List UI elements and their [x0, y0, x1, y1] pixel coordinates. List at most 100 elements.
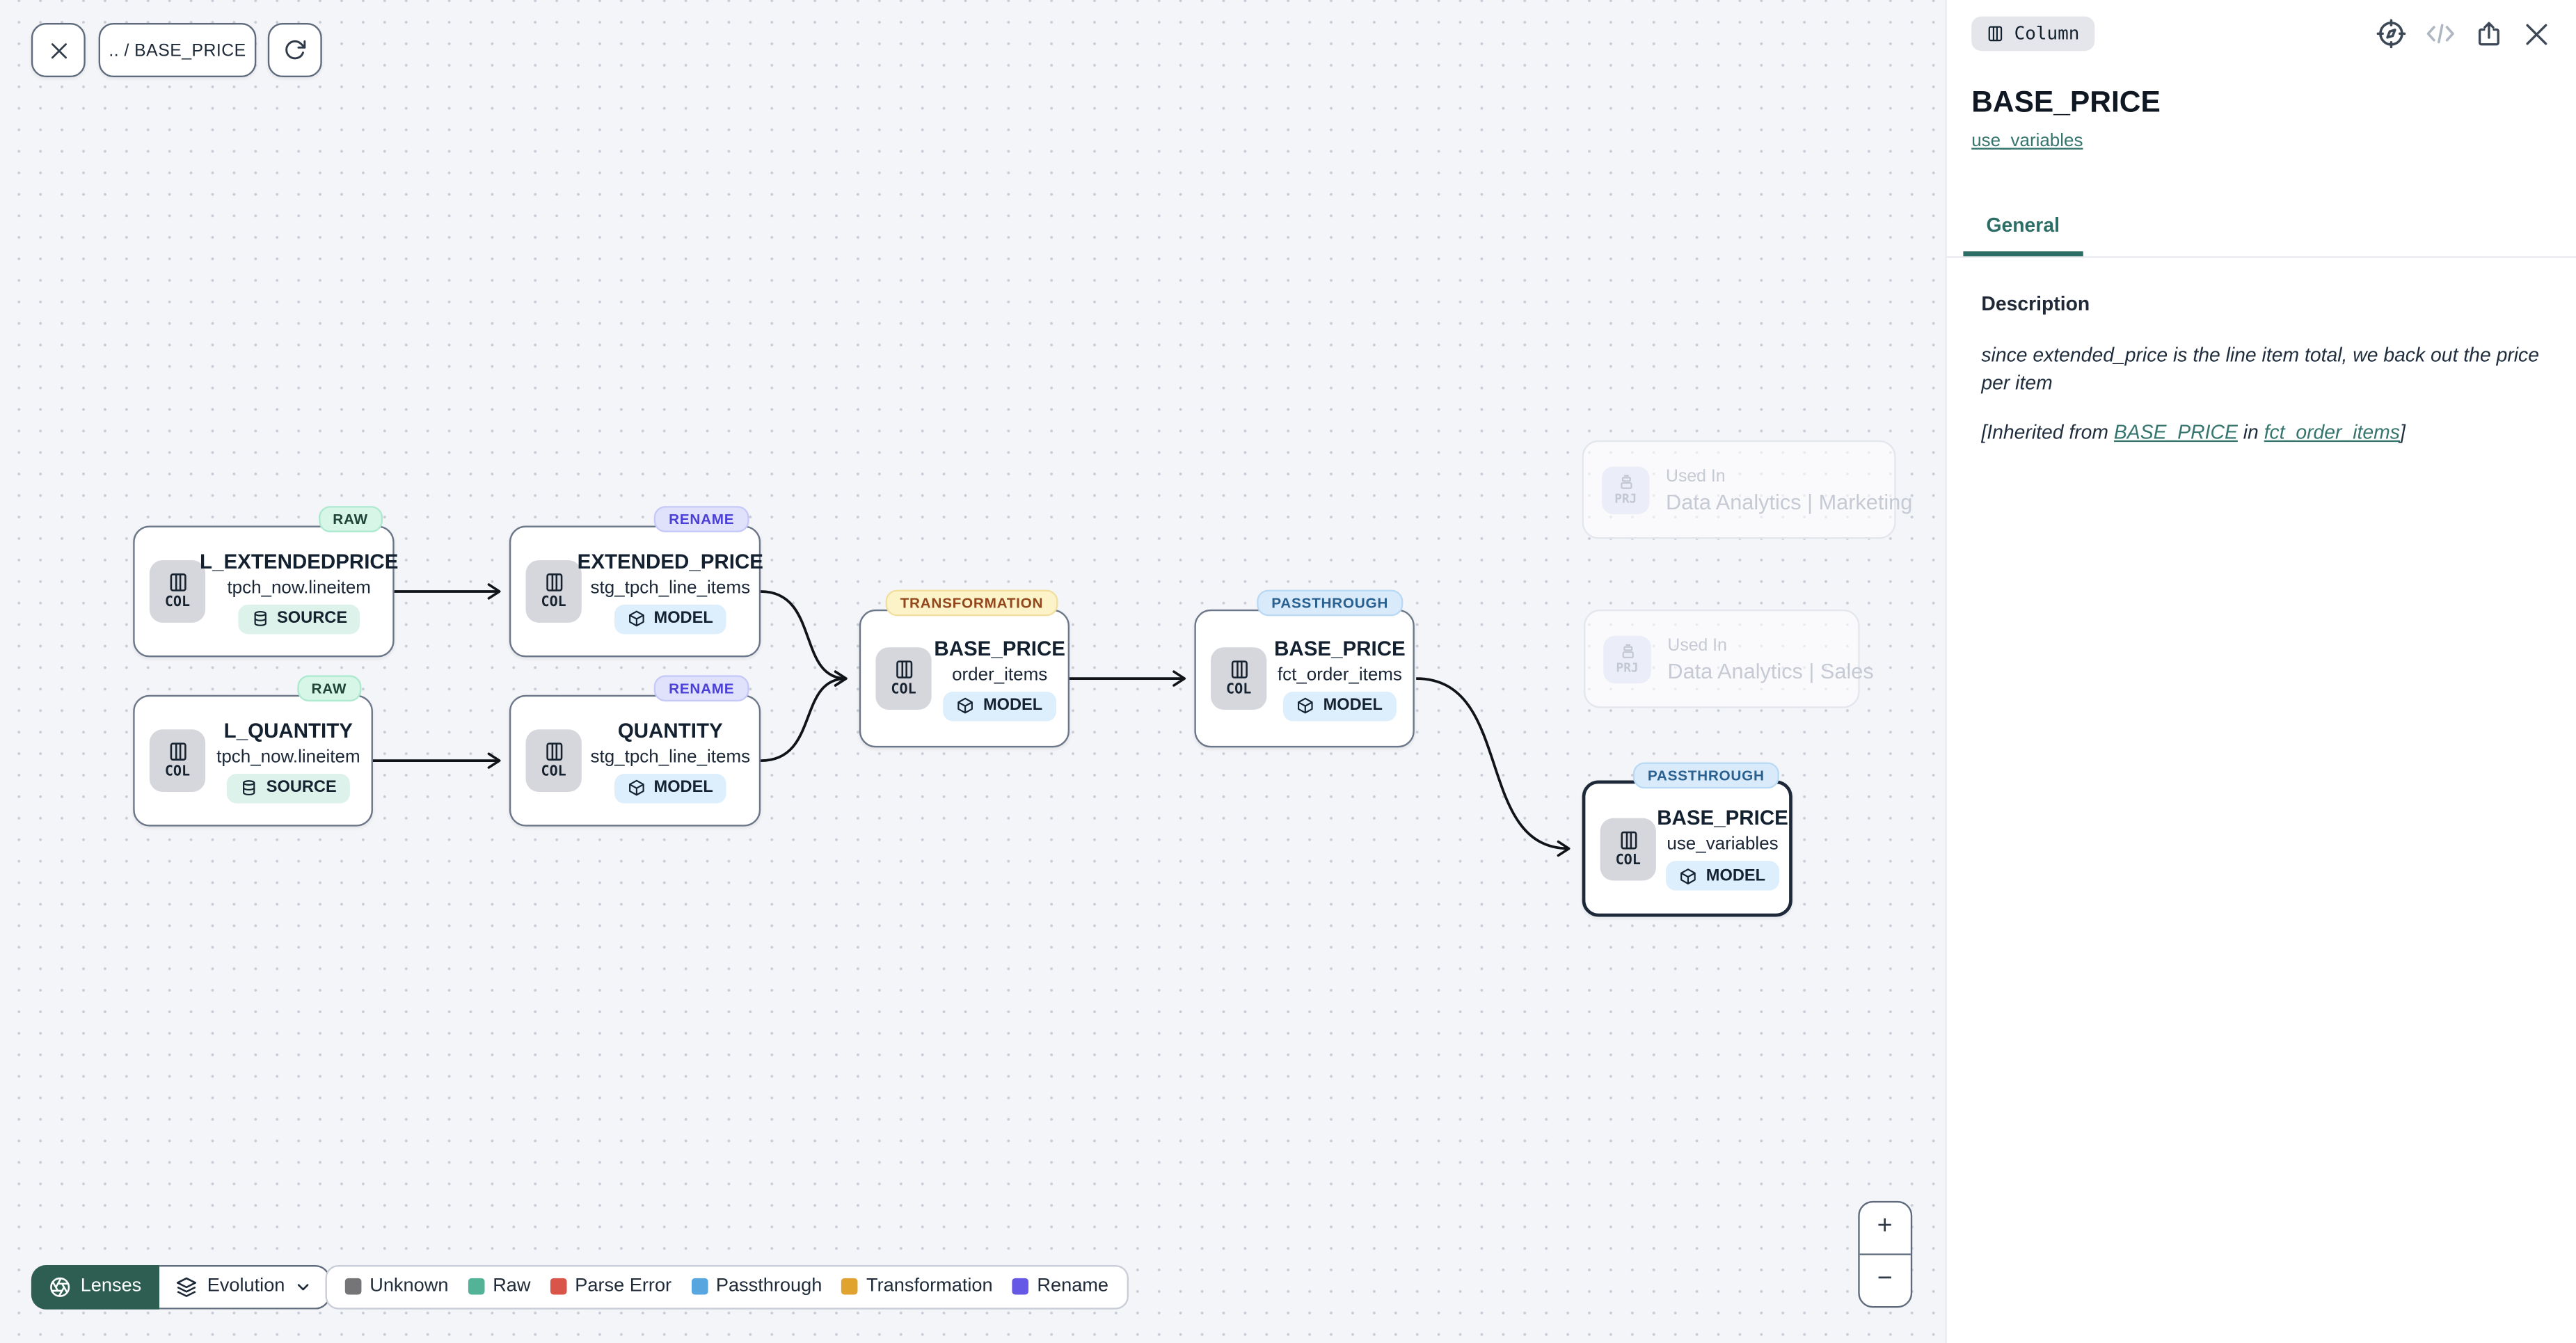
node-base-price-order-items[interactable]: TRANSFORMATION COL BASE_PRICE order_item… [859, 589, 1070, 748]
project-icon-box: PRJ [1601, 466, 1650, 514]
tab-general[interactable]: General [1963, 204, 2083, 257]
node-title: EXTENDED_PRICE [577, 549, 763, 573]
node-title: L_QUANTITY [223, 718, 353, 742]
close-icon [2526, 23, 2547, 45]
lens-legend: Unknown Raw Parse Error Passthrough Tran… [325, 1264, 1129, 1310]
node-title: BASE_PRICE [1657, 806, 1788, 830]
project-icon-label: PRJ [1614, 491, 1637, 507]
legend-item: Transformation [841, 1277, 993, 1297]
column-type-label: COL [164, 763, 191, 781]
node-kind-chip: MODEL [614, 603, 726, 634]
lenses-control: Lenses Evolution [31, 1264, 331, 1310]
node-subtitle: stg_tpch_line_items [590, 747, 751, 767]
node-l-quantity[interactable]: RAW COL L_QUANTITY tpch_now.lineitem SOU… [133, 674, 373, 827]
node-badge: PASSTHROUGH [1256, 589, 1404, 617]
legend-item: Unknown [344, 1277, 448, 1296]
node-kind-chip: SOURCE [227, 772, 350, 803]
inherited-model-link[interactable]: fct_order_items [2264, 420, 2400, 443]
zoom-controls: + − [1857, 1200, 1913, 1308]
used-in-label: Used In [1667, 635, 1727, 655]
database-icon [243, 780, 255, 796]
close-lineage-button[interactable] [31, 23, 86, 77]
legend-item: Passthrough [691, 1277, 822, 1296]
node-base-price-use-variables[interactable]: PASSTHROUGH COL BASE_PRICE use_variables… [1582, 761, 1792, 917]
cube-icon [628, 610, 644, 627]
legend-item: Raw [468, 1277, 531, 1296]
cube-icon [628, 779, 644, 796]
node-kind-chip: MODEL [614, 772, 726, 803]
column-type-box: COL [875, 647, 932, 710]
node-base-price-fct-order-items[interactable]: PASSTHROUGH COL BASE_PRICE fct_order_ite… [1194, 589, 1415, 748]
column-type-box: COL [1211, 647, 1267, 710]
lens-mode-label: Evolution [207, 1277, 285, 1297]
column-type-box: COL [525, 560, 582, 623]
inherited-suffix: ] [2399, 420, 2406, 443]
edge [1416, 677, 1571, 857]
inherited-column-link[interactable]: BASE_PRICE [2113, 420, 2238, 443]
legend-label: Passthrough [715, 1277, 822, 1297]
node-subtitle: tpch_now.lineitem [216, 747, 360, 767]
share-button[interactable] [2474, 19, 2504, 48]
detail-panel: Column BASE_PRICE use_variables Gener [1945, 0, 2576, 1343]
description-heading: Description [1981, 292, 2090, 316]
column-type-label: COL [164, 594, 191, 612]
cube-icon [958, 697, 973, 714]
zoom-in-button[interactable]: + [1859, 1202, 1911, 1255]
node-quantity[interactable]: RENAME COL QUANTITY stg_tpch_line_items … [509, 674, 761, 827]
breadcrumb[interactable]: .. / BASE_PRICE [98, 23, 257, 77]
legend-label: Raw [493, 1277, 531, 1297]
column-type-label: COL [541, 594, 566, 612]
entity-type-chip: Column [1971, 16, 2094, 51]
compass-icon [2376, 19, 2406, 49]
drawer-stack-icon [1620, 475, 1632, 489]
edge [761, 590, 848, 687]
chevron-down-icon [298, 1283, 310, 1290]
node-kind-label: SOURCE [266, 779, 337, 797]
breadcrumb-label: .. / BASE_PRICE [109, 40, 246, 61]
legend-swatch [1012, 1278, 1029, 1296]
node-title: BASE_PRICE [934, 636, 1065, 660]
column-type-box: COL [149, 729, 206, 793]
close-panel-button[interactable] [2522, 19, 2551, 48]
view-code-button[interactable] [2425, 18, 2456, 49]
zoom-out-button[interactable]: − [1877, 1265, 1893, 1294]
column-type-box: COL [149, 560, 206, 623]
used-in-node-sales: PRJ Used In Data Analytics | Sales [1584, 609, 1874, 708]
lens-mode-dropdown[interactable]: Evolution [159, 1264, 331, 1310]
node-title: QUANTITY [617, 718, 723, 742]
panel-actions [2376, 18, 2552, 49]
legend-label: Transformation [866, 1277, 993, 1297]
columns-icon [1620, 830, 1637, 849]
legend-swatch [691, 1278, 708, 1296]
node-subtitle: use_variables [1667, 834, 1779, 855]
inherited-prefix: [Inherited from [1981, 420, 2114, 443]
refresh-button[interactable] [267, 23, 322, 77]
cube-icon [1681, 868, 1696, 884]
aperture-icon [50, 1277, 70, 1297]
project-icon-label: PRJ [1616, 660, 1639, 676]
legend-label: Parse Error [575, 1277, 672, 1297]
node-badge: TRANSFORMATION [885, 589, 1058, 617]
description-section: Description since extended_price is the … [1947, 258, 2576, 443]
code-icon [2426, 24, 2454, 44]
panel-tabs: General [1946, 204, 2576, 258]
refresh-icon [285, 40, 306, 60]
node-l-extendedprice[interactable]: RAW COL L_EXTENDEDPRICE tpch_now.lineite… [133, 505, 398, 658]
focus-lineage-button[interactable] [2376, 18, 2407, 49]
node-extended-price[interactable]: RENAME COL EXTENDED_PRICE stg_tpch_line_… [509, 505, 763, 658]
drawer-stack-icon [1621, 644, 1633, 658]
node-kind-chip: MODEL [1667, 861, 1779, 891]
columns-icon [546, 742, 562, 761]
node-subtitle: tpch_now.lineitem [227, 577, 371, 598]
inherited-mid: in [2237, 420, 2264, 443]
lenses-button[interactable]: Lenses [31, 1264, 160, 1310]
node-kind-label: MODEL [1323, 697, 1383, 715]
node-kind-label: MODEL [653, 609, 713, 628]
columns-icon [896, 660, 912, 678]
entity-type-label: Column [2014, 23, 2080, 45]
node-kind-label: MODEL [1706, 866, 1766, 885]
model-link[interactable]: use_variables [1971, 131, 2083, 152]
columns-icon [169, 742, 186, 761]
column-type-label: COL [541, 763, 566, 781]
